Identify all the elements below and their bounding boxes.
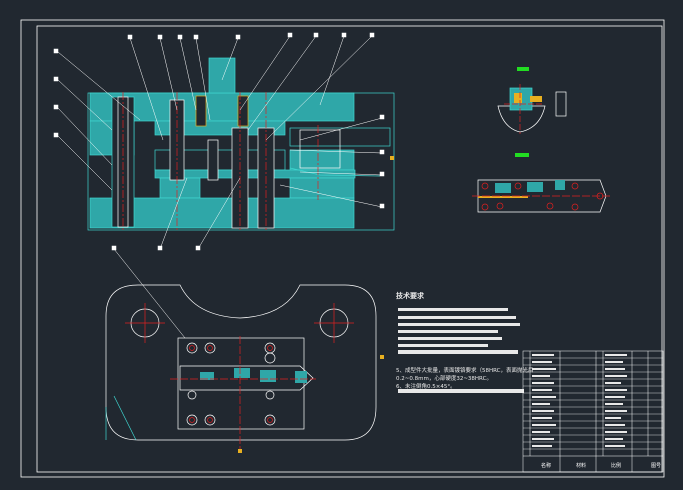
requirement-line-5: 5、成型件大批量，表面镀铬要求（58HRC，表面抛光后 (396, 368, 534, 374)
plan-view (105, 284, 384, 453)
parts-list-footer-3: 比例 (611, 462, 621, 469)
parts-list-footer-1: 名称 (541, 462, 551, 469)
tech-req-placeholder-lines (398, 308, 524, 393)
section-view (53, 32, 395, 339)
requirement-line-6: 6、未注倒角0.5×45°。 (396, 384, 456, 390)
parts-list-footer-4: 图号 (651, 463, 661, 469)
technical-requirements-title: 技术要求 (396, 292, 424, 300)
inner-border (36, 25, 663, 473)
parts-list-rows (523, 357, 663, 450)
parts-list-table (522, 350, 664, 473)
strip-layout (472, 179, 612, 213)
parts-list-cell-text (532, 354, 627, 447)
parts-list-footer-2: 材料 (576, 462, 586, 469)
requirement-line-5b: 0.2~0.8mm，心部硬度32~38HRC。 (396, 376, 492, 382)
technical-requirements: 技术要求 5、成型件大批量，表面镀铬要求（58HRC，表面抛光后 0.2~0.8… (396, 292, 534, 391)
requirements-spacer (396, 303, 524, 367)
outer-border (20, 19, 665, 478)
part-detail-view (497, 67, 567, 157)
